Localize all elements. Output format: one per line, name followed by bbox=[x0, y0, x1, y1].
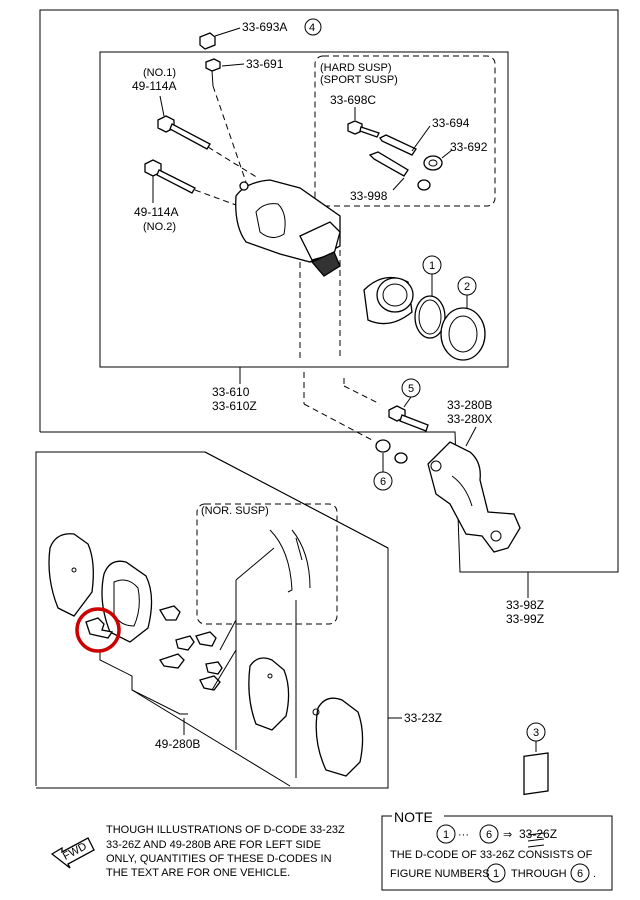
circle-4-marker bbox=[304, 18, 322, 36]
fwd-arrow-icon: FWD bbox=[50, 837, 95, 869]
shim-set-part bbox=[269, 529, 311, 593]
circle-5-number: 5 bbox=[408, 383, 414, 395]
footnote-line-1: THOUGH ILLUSTRATIONS OF D-CODE 33-23Z bbox=[106, 824, 345, 836]
bolt-33-698C-part bbox=[347, 120, 380, 138]
caliper-body-part bbox=[235, 179, 341, 277]
label-49-114A-top: 49-114A bbox=[132, 79, 176, 93]
label-33-698C: 33-698C bbox=[330, 93, 376, 107]
circle-2-number: 2 bbox=[464, 281, 470, 293]
label-33-692: 33-692 bbox=[450, 140, 488, 154]
circle-6-number: 6 bbox=[380, 476, 386, 488]
label-33-23Z: 33-23Z bbox=[404, 711, 442, 725]
footnote-line-4: THE TEXT ARE FOR ONE VEHICLE. bbox=[106, 867, 290, 879]
note-line3-circle-2 bbox=[570, 863, 590, 883]
pad-clip-part bbox=[158, 605, 223, 691]
piston-seal-part bbox=[414, 295, 446, 339]
label-33-694: 33-694 bbox=[432, 116, 470, 130]
circle-4-number: 4 bbox=[309, 22, 315, 34]
note-line-3-a: FIGURE NUMBERS bbox=[390, 868, 490, 880]
bushing-part bbox=[375, 439, 408, 464]
label-hard-susp: (HARD SUSP) bbox=[320, 62, 392, 74]
guide-bolt-no1-part bbox=[157, 95, 211, 150]
circle-1-number: 1 bbox=[429, 260, 435, 272]
label-33-280B: 33-280B bbox=[447, 398, 492, 412]
note-line-3-b: THROUGH bbox=[511, 868, 567, 880]
note-box-outline bbox=[381, 815, 613, 891]
bleeder-cap-part bbox=[199, 27, 241, 50]
label-no2: (NO.2) bbox=[143, 221, 176, 233]
brake-pad-center-part bbox=[248, 657, 290, 731]
label-33-693A: 33-693A bbox=[242, 20, 287, 34]
pin-33-694-part bbox=[379, 125, 431, 156]
label-49-114A-bottom: 49-114A bbox=[134, 205, 178, 219]
pin-33-998-part bbox=[368, 151, 431, 191]
bushing-33-692-part bbox=[423, 149, 453, 171]
note-range-end: 6 bbox=[486, 829, 492, 841]
caliper-bracket-part bbox=[427, 441, 521, 553]
note-circle-end bbox=[479, 824, 499, 844]
footnote-line-3: ONLY, QUANTITIES OF THESE D-CODES IN bbox=[106, 853, 332, 865]
assembly-frame-outline bbox=[39, 9, 619, 573]
label-33-691: 33-691 bbox=[246, 57, 284, 71]
grease-packet-part bbox=[523, 752, 549, 848]
dust-boot-part bbox=[440, 307, 486, 361]
label-33-99Z: 33-99Z bbox=[506, 612, 544, 626]
hard-sport-susp-group bbox=[314, 55, 496, 207]
highlight-circle-annotation bbox=[75, 607, 121, 653]
label-33-610Z: 33-610Z bbox=[212, 399, 257, 413]
note-line-3-num1: 1 bbox=[493, 868, 499, 880]
brake-pad-left-part bbox=[101, 560, 153, 643]
pad-frame-edge bbox=[204, 451, 389, 549]
label-no1: (NO.1) bbox=[143, 67, 176, 79]
label-33-280X: 33-280X bbox=[447, 412, 492, 426]
note-line-2: THE D-CODE OF 33-26Z CONSISTS OF bbox=[390, 849, 593, 861]
note-circle-start bbox=[436, 824, 456, 844]
caliper-frame-outline bbox=[99, 51, 509, 368]
label-33-610: 33-610 bbox=[212, 385, 250, 399]
nor-susp-group bbox=[196, 503, 338, 625]
label-33-98Z: 33-98Z bbox=[506, 598, 544, 612]
bracket-bolt-part bbox=[388, 405, 429, 432]
note-line-3-end: . bbox=[593, 868, 596, 880]
guide-bolt-no2-part bbox=[144, 159, 196, 203]
note-line-3-num2: 6 bbox=[577, 868, 583, 880]
pad-shim-part bbox=[48, 533, 94, 617]
note-title: NOTE bbox=[394, 809, 433, 825]
highlighted-clip-part bbox=[85, 617, 114, 639]
piston-part bbox=[363, 276, 414, 325]
bleeder-screw-part bbox=[205, 58, 245, 87]
note-range-start: 1 bbox=[443, 829, 449, 841]
note-range-code: 33-26Z bbox=[519, 827, 557, 841]
note-arrow: ⇒ bbox=[503, 829, 512, 841]
label-nor-susp: (NOR. SUSP) bbox=[201, 505, 269, 517]
footnote-line-2: 33-26Z AND 49-280B ARE FOR LEFT SIDE bbox=[106, 839, 321, 851]
label-49-280B: 49-280B bbox=[155, 737, 200, 751]
note-line3-circle-1 bbox=[486, 863, 506, 883]
label-sport-susp: (SPORT SUSP) bbox=[320, 74, 398, 86]
circle-3-number: 3 bbox=[533, 727, 539, 739]
brake-pad-right-part bbox=[312, 697, 364, 777]
label-33-998: 33-998 bbox=[350, 189, 388, 203]
note-range-dots: ··· bbox=[458, 829, 469, 841]
